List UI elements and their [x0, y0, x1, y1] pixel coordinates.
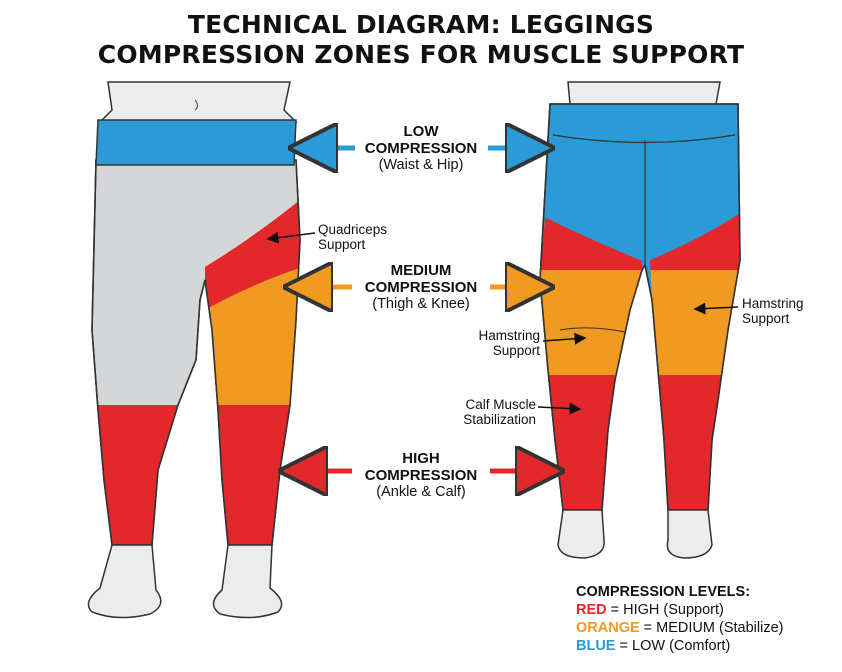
hamstring-right-callout: Hamstring Support	[742, 296, 804, 326]
calf-line1: Calf Muscle	[465, 397, 536, 412]
legend-row-blue: BLUE = LOW (Comfort)	[576, 637, 783, 655]
back-right-calf-high-zone	[645, 375, 740, 510]
front-right-calf-high-zone	[205, 405, 300, 545]
legend-orange-desc: = MEDIUM (Stabilize)	[639, 620, 784, 636]
high-label-line1: HIGH	[402, 450, 440, 467]
back-left-heel	[557, 509, 605, 559]
legend-heading: COMPRESSION LEVELS:	[576, 584, 751, 600]
callout-pointers	[266, 231, 739, 415]
calf-line2: Stabilization	[463, 412, 536, 427]
front-right-foot	[212, 544, 283, 619]
hamstring-right-line2: Support	[742, 311, 790, 326]
legend-row-orange: ORANGE = MEDIUM (Stabilize)	[576, 619, 783, 637]
front-quad-high-zone	[205, 200, 300, 310]
legend-blue-desc: = LOW (Comfort)	[615, 638, 731, 654]
high-label-sub: (Ankle & Calf)	[376, 484, 466, 500]
medium-compression-label: MEDIUM COMPRESSION (Thigh & Knee)	[321, 262, 521, 313]
back-view	[539, 81, 741, 559]
back-right-heel	[666, 509, 713, 559]
legend-orange-name: ORANGE	[576, 620, 640, 636]
compression-legend: COMPRESSION LEVELS: RED = HIGH (Support)…	[576, 583, 783, 655]
low-label-line2: COMPRESSION	[364, 140, 478, 157]
legend-blue-name: BLUE	[576, 638, 616, 654]
medium-label-sub: (Thigh & Knee)	[372, 296, 470, 312]
front-torso	[98, 81, 298, 123]
front-left-foot	[87, 544, 162, 619]
hamstring-left-line1: Hamstring	[478, 328, 540, 343]
high-label-line2: COMPRESSION	[364, 467, 478, 484]
low-label-line1: LOW	[403, 123, 439, 140]
calf-pointer	[537, 402, 582, 415]
legend-red-name: RED	[576, 602, 607, 618]
navel	[194, 99, 199, 111]
back-right-hamstring-medium-zone	[645, 270, 740, 380]
zone-arrows	[288, 148, 555, 471]
medium-label-line2: COMPRESSION	[364, 279, 478, 296]
low-compression-label: LOW COMPRESSION (Waist & Hip)	[321, 123, 521, 174]
hamstring-right-pointer	[693, 302, 739, 315]
legend-row-red: RED = HIGH (Support)	[576, 601, 783, 619]
high-compression-label: HIGH COMPRESSION (Ankle & Calf)	[321, 450, 521, 501]
calf-callout: Calf Muscle Stabilization	[446, 397, 536, 427]
back-left-calf-high-zone	[540, 375, 645, 510]
quadriceps-callout: Quadriceps Support	[318, 222, 387, 252]
hamstring-right-line1: Hamstring	[742, 296, 804, 311]
medium-label-line1: MEDIUM	[390, 262, 452, 279]
front-waistband-low-zone	[95, 119, 297, 166]
low-label-sub: (Waist & Hip)	[378, 157, 464, 173]
quadriceps-line2: Support	[318, 237, 366, 252]
diagram-title-line-2: COMPRESSION ZONES FOR MUSCLE SUPPORT	[97, 40, 745, 69]
hamstring-left-line2: Support	[492, 343, 540, 358]
front-knee-medium-zone	[205, 268, 300, 410]
quadriceps-pointer	[266, 231, 316, 244]
hamstring-left-callout: Hamstring Support	[466, 328, 540, 358]
quadriceps-line1: Quadriceps	[318, 222, 388, 237]
front-view	[87, 81, 301, 619]
legend-red-desc: = HIGH (Support)	[606, 602, 724, 618]
hamstring-left-pointer	[542, 332, 587, 345]
diagram-title-line-1: TECHNICAL DIAGRAM: LEGGINGS	[187, 10, 655, 39]
